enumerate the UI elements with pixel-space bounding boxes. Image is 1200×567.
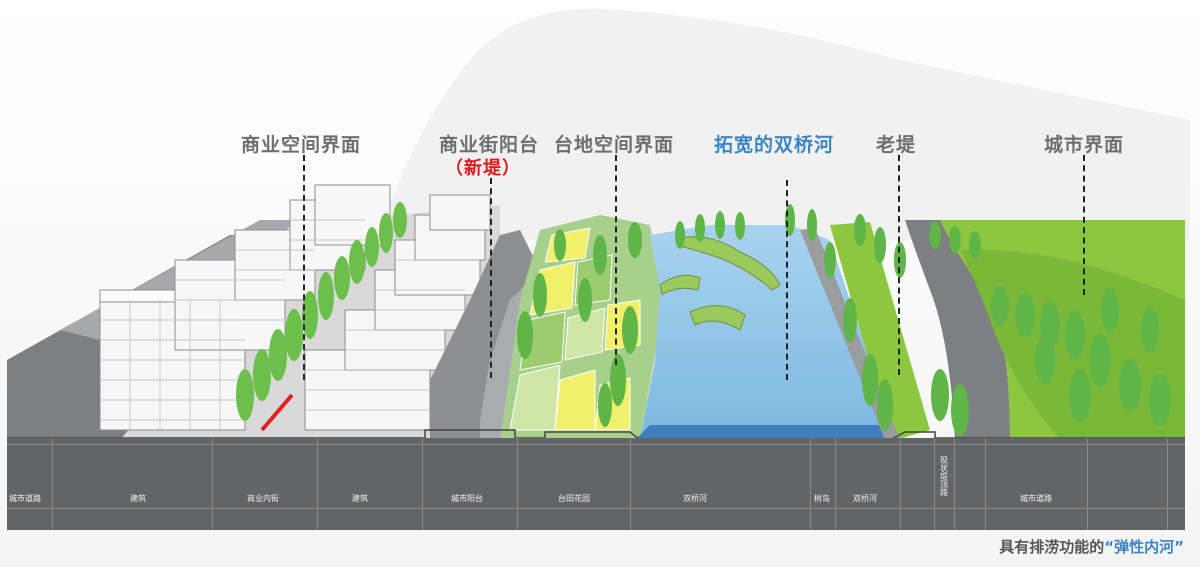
footer-caption-prefix: 具有排涝功能的: [999, 538, 1105, 556]
callout-widened-river: 拓宽的双桥河: [714, 134, 835, 156]
callout-new-dike: （新堤）: [445, 158, 521, 179]
middle-window-lines: [305, 259, 480, 411]
section-label-bar: 城市道路 建筑 商业内街 建筑 城市阳台 台田花园 双桥河 树岛 双桥河 现状堤…: [7, 438, 1185, 530]
section-divider: [985, 438, 986, 530]
old-dike-bank: [830, 222, 930, 440]
callout-old-dike: 老堤: [876, 134, 917, 156]
section-label-city-road-left: 城市道路: [9, 494, 41, 503]
leader-line-commercial-terrace: [490, 178, 492, 378]
section-label-existing-dike-top-road: 现状堤顶路: [939, 456, 949, 496]
section-label-shuangqiao-river-1: 双桥河: [683, 494, 707, 503]
section-divider: [317, 438, 318, 530]
building-window-lines: [100, 219, 365, 430]
section-ground-line: [7, 429, 1185, 441]
section-label-tree-island: 树岛: [814, 494, 830, 503]
leader-line-city-interface: [1083, 155, 1085, 295]
section-bar-bottom-rule: [7, 508, 1185, 509]
section-label-city-terrace: 城市阳台: [451, 494, 483, 503]
leader-line-commercial-space: [303, 155, 305, 380]
section-divider: [900, 438, 901, 530]
city-terrace: [430, 230, 545, 440]
leader-line-terrace-space: [615, 155, 617, 365]
section-divider: [1167, 438, 1168, 530]
street-trees: [236, 202, 407, 421]
section-divider: [934, 438, 935, 530]
callout-terrace-space-interface: 台地空间界面: [554, 134, 675, 156]
cloud-haze: [380, 8, 1190, 240]
river-islands: [659, 236, 781, 331]
leader-line-river: [786, 180, 788, 380]
callout-city-interface: 城市界面: [1044, 134, 1125, 156]
section-label-shuangqiao-river-2: 双桥河: [853, 494, 877, 503]
section-divider: [954, 438, 955, 530]
section-label-building-2: 建筑: [352, 494, 368, 503]
terrace-trees: [517, 222, 642, 427]
section-divider: [630, 438, 631, 530]
footer-caption-highlight: “弹性内河”: [1104, 538, 1184, 556]
section-divider: [835, 438, 836, 530]
section-divider: [212, 438, 213, 530]
callout-commercial-street-terrace: 商业街阳台: [439, 134, 540, 156]
section-divider: [1087, 438, 1088, 530]
red-accent-strip: [260, 393, 294, 432]
callout-commercial-space-interface: 商业空间界面: [241, 134, 362, 156]
section-divider: [810, 438, 811, 530]
island-trees: [675, 211, 745, 249]
buildings-left: [99, 184, 391, 431]
right-road: [905, 220, 1010, 440]
section-label-building-1: 建筑: [130, 494, 146, 503]
city-trees: [929, 221, 1171, 436]
footer-caption: 具有排涝功能的“弹性内河”: [999, 536, 1184, 557]
leader-line-old-dike: [898, 155, 900, 375]
section-label-terrace-garden: 台田花园: [558, 494, 590, 503]
section-divider: [517, 438, 518, 530]
dike-trees: [785, 204, 906, 431]
section-divider: [52, 438, 53, 530]
section-label-city-road-right: 城市道路: [1020, 494, 1052, 503]
section-divider: [422, 438, 423, 530]
section-label-commercial-inner-street: 商业内街: [247, 494, 279, 503]
section-bar-top-rule: [7, 444, 1185, 445]
